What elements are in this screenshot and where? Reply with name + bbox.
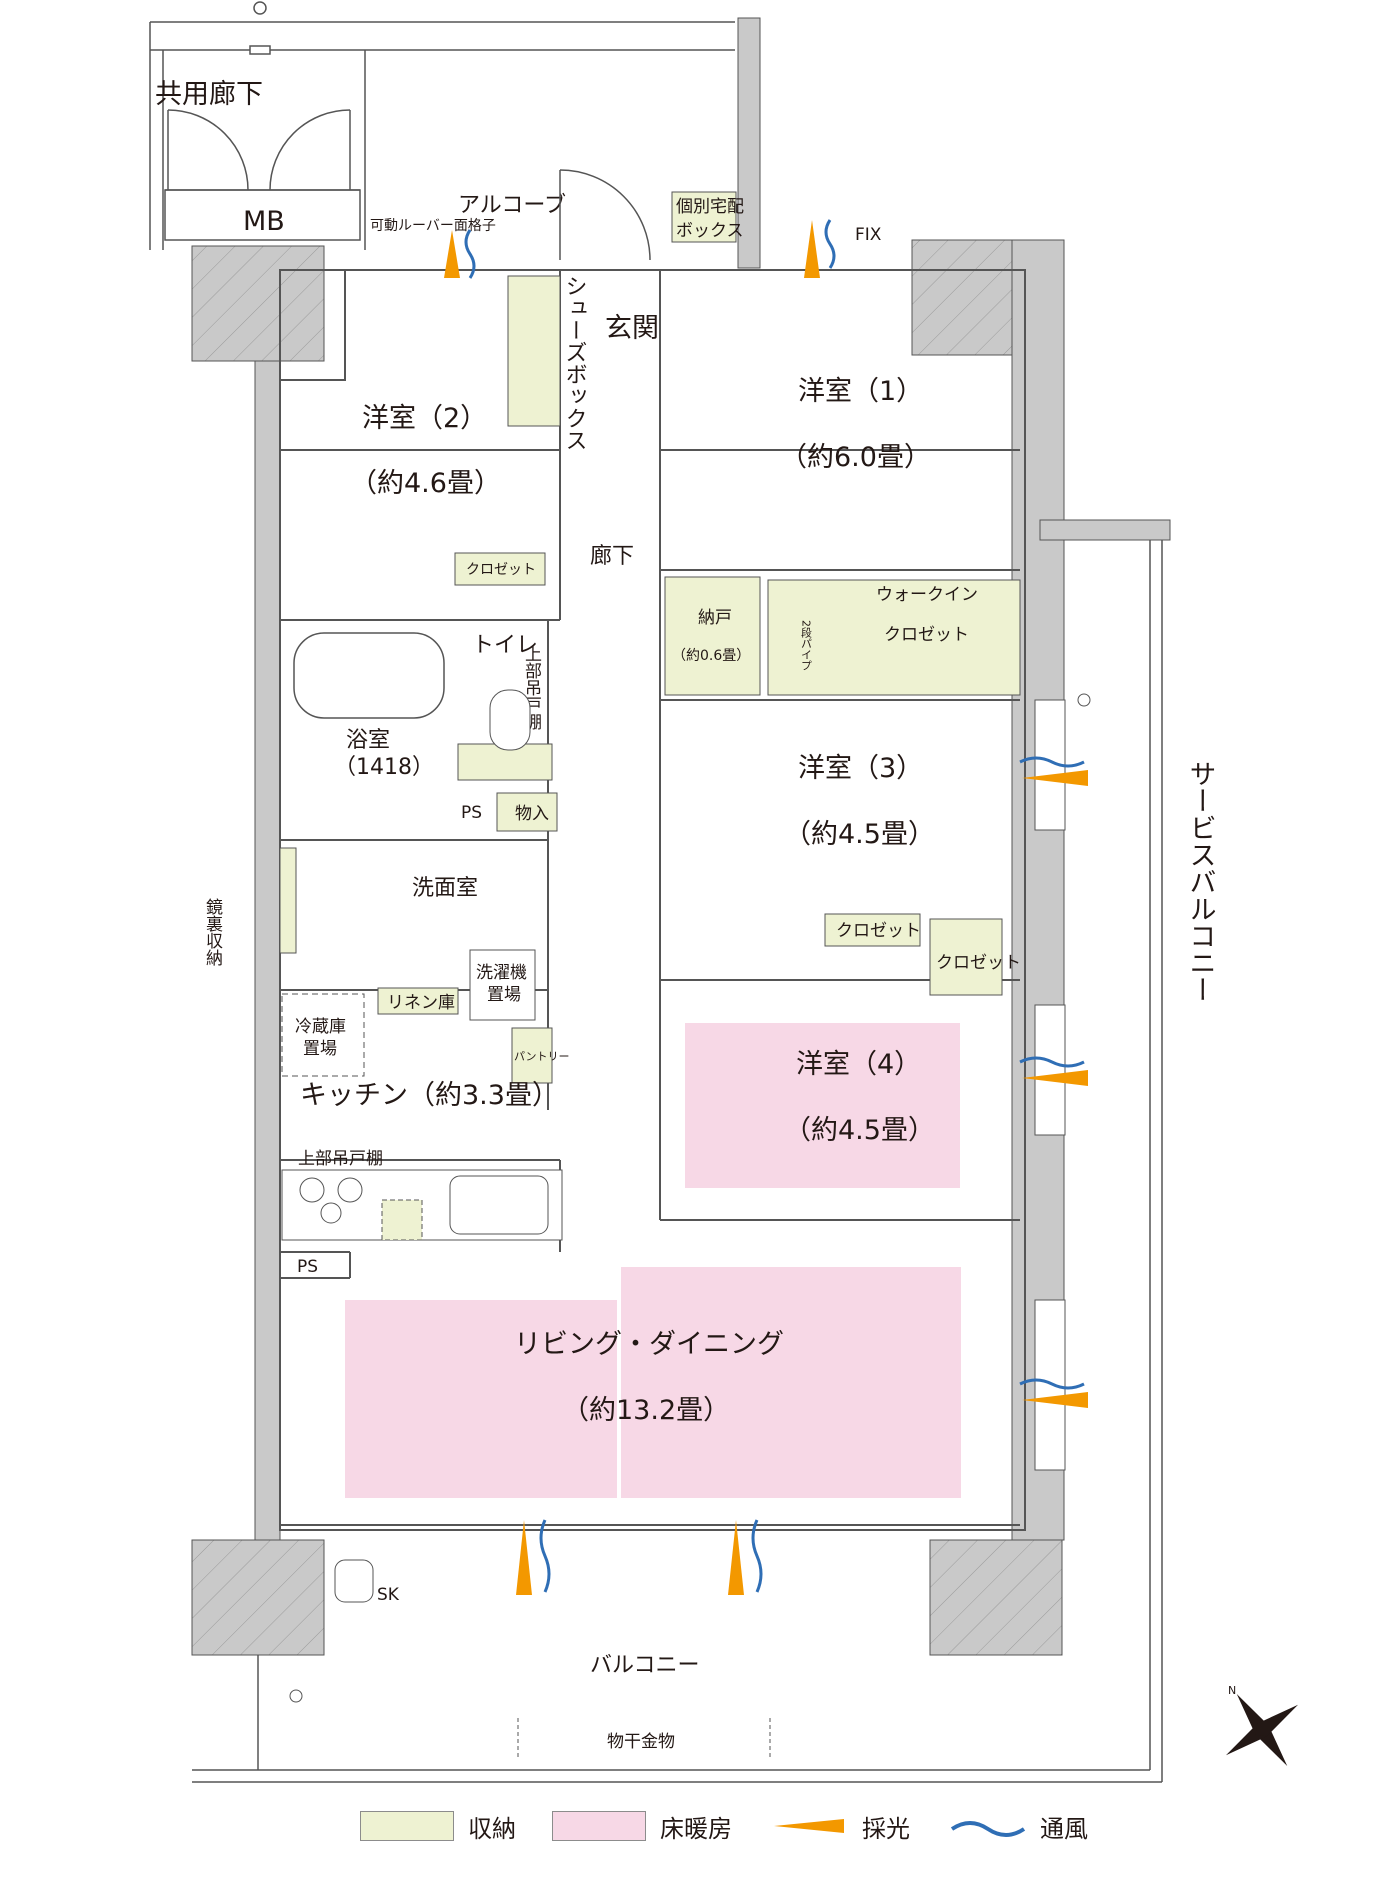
legend-storage-label: 収納 bbox=[468, 1814, 516, 1843]
stove-burner-3 bbox=[320, 1202, 342, 1224]
ps-label-2: PS bbox=[297, 1257, 318, 1277]
room2-name: 洋室（2） bbox=[362, 403, 487, 434]
washer-label-2: 置場 bbox=[487, 985, 521, 1005]
living-name: リビング・ダイニング bbox=[514, 1329, 784, 1360]
linen-storage-label: リネン庫 bbox=[387, 993, 455, 1013]
room3-closet bbox=[824, 913, 921, 947]
storeroom-size: （約0.6畳） bbox=[672, 648, 750, 664]
delivery-box-label-1: 個別宅配 bbox=[676, 197, 744, 217]
legend-heating: 床暖房 bbox=[552, 1809, 732, 1844]
sk-label: SK bbox=[377, 1585, 400, 1605]
upper-cabinet-label: 上部吊戸棚 bbox=[298, 1149, 383, 1169]
living-floor-heating-right bbox=[621, 1267, 961, 1498]
ventilation-markers bbox=[464, 219, 1085, 1593]
alcove-label: アルコーブ bbox=[458, 193, 566, 218]
pantry-label: パントリー bbox=[514, 1050, 570, 1063]
living-size: （約13.2畳） bbox=[562, 1395, 730, 1426]
room2-closet bbox=[454, 552, 546, 586]
mirror-storage bbox=[279, 847, 297, 954]
sk-sink bbox=[334, 1559, 374, 1603]
kitchen-label: キッチン（約3.3畳） bbox=[300, 1080, 559, 1111]
bath-size: （1418） bbox=[334, 755, 434, 780]
room3-name: 洋室（3） bbox=[798, 753, 923, 784]
louver-label: 可動ルーバー面格子 bbox=[370, 218, 496, 234]
kitchen-upper-cabinet bbox=[381, 1199, 423, 1241]
service-balcony-label: サービスバルコニー bbox=[1185, 760, 1216, 1003]
washer-space bbox=[469, 949, 536, 1021]
north-arrow-icon bbox=[1225, 1693, 1299, 1767]
entrance-label: 玄関 bbox=[605, 313, 659, 344]
kitchen-sink bbox=[449, 1175, 549, 1235]
room2-size: （約4.6畳） bbox=[350, 468, 501, 499]
walkin-label-1: ウォークイン bbox=[876, 585, 978, 605]
legend: 収納 床暖房 採光 通風 bbox=[360, 1806, 1124, 1846]
legend-daylight-label: 採光 bbox=[862, 1814, 910, 1843]
heating-swatch bbox=[552, 1811, 646, 1841]
drying-rack-label: 物干金物 bbox=[607, 1732, 675, 1752]
walls bbox=[191, 17, 1171, 1656]
walkin-label-2: クロゼット bbox=[884, 625, 969, 645]
room1-name: 洋室（1） bbox=[798, 376, 923, 407]
storage-swatch bbox=[360, 1811, 454, 1841]
entrance-door bbox=[559, 169, 651, 261]
compass-label: N bbox=[1228, 1684, 1236, 1697]
mb-label: MB bbox=[243, 206, 285, 237]
room4-size: （約4.5畳） bbox=[784, 1115, 935, 1146]
walkin-closet bbox=[767, 579, 1021, 696]
washer-label-1: 洗濯機 bbox=[476, 963, 527, 983]
legend-heating-label: 床暖房 bbox=[660, 1814, 732, 1843]
hallway-label: 廊下 bbox=[590, 544, 634, 569]
misc-storage bbox=[496, 792, 558, 832]
toilet-bowl bbox=[489, 689, 531, 751]
room3-closet-label: クロゼット bbox=[836, 921, 921, 941]
room3-size: （約4.5畳） bbox=[784, 819, 935, 850]
legend-ventilation-label: 通風 bbox=[1040, 1814, 1088, 1843]
delivery-box-label-2: ボックス bbox=[676, 221, 744, 241]
stove-burner-2 bbox=[337, 1177, 363, 1203]
common-corridor-area bbox=[149, 1, 735, 250]
room4-name: 洋室（4） bbox=[796, 1049, 921, 1080]
two-pipes-label: 2段パイプ bbox=[800, 620, 813, 671]
storeroom bbox=[664, 576, 761, 696]
room4-closet-label: クロゼット bbox=[936, 953, 1021, 973]
balcony-outline bbox=[192, 1655, 1162, 1783]
service-balcony-drain bbox=[1077, 693, 1091, 707]
legend-ventilation: 通風 bbox=[946, 1809, 1088, 1844]
fridge-label-2: 置場 bbox=[303, 1039, 337, 1059]
balcony-label: バルコニー bbox=[590, 1653, 700, 1678]
fix-label: FIX bbox=[855, 225, 882, 245]
ps-label-1: PS bbox=[461, 803, 482, 823]
storeroom-name: 納戸 bbox=[698, 608, 732, 628]
room1-size: （約6.0畳） bbox=[780, 442, 931, 473]
service-balcony-outline bbox=[1149, 540, 1163, 1782]
room4-floor-heating bbox=[685, 1023, 960, 1188]
delivery-box bbox=[671, 191, 737, 243]
fridge-label-1: 冷蔵庫 bbox=[295, 1017, 346, 1037]
linen-storage bbox=[377, 987, 459, 1015]
legend-daylight: 採光 bbox=[768, 1809, 910, 1844]
ventilation-wave-icon bbox=[950, 1821, 1026, 1837]
daylight-markers bbox=[444, 220, 1088, 1595]
room4-closet bbox=[929, 918, 1003, 996]
bath-name: 浴室 bbox=[346, 728, 390, 753]
balcony-drain bbox=[289, 1689, 303, 1703]
living-floor-heating-left bbox=[345, 1300, 617, 1498]
shoe-box bbox=[507, 275, 561, 427]
toilet-label: トイレ bbox=[472, 633, 538, 658]
washroom-label: 洗面室 bbox=[412, 876, 478, 901]
bathtub bbox=[293, 632, 445, 719]
legend-storage: 収納 bbox=[360, 1809, 516, 1844]
stove-burner-1 bbox=[299, 1177, 325, 1203]
pantry bbox=[511, 1027, 553, 1084]
shoe-box-label: シューズボックス bbox=[562, 275, 587, 451]
fridge-space bbox=[281, 993, 365, 1077]
room2-closet-label: クロゼット bbox=[466, 562, 536, 578]
mirror-storage-label: 鏡裏収納 bbox=[202, 898, 223, 967]
misc-storage-label: 物入 bbox=[515, 804, 549, 824]
common-corridor-label: 共用廊下 bbox=[155, 79, 263, 110]
daylight-arrow-icon bbox=[774, 1819, 844, 1833]
